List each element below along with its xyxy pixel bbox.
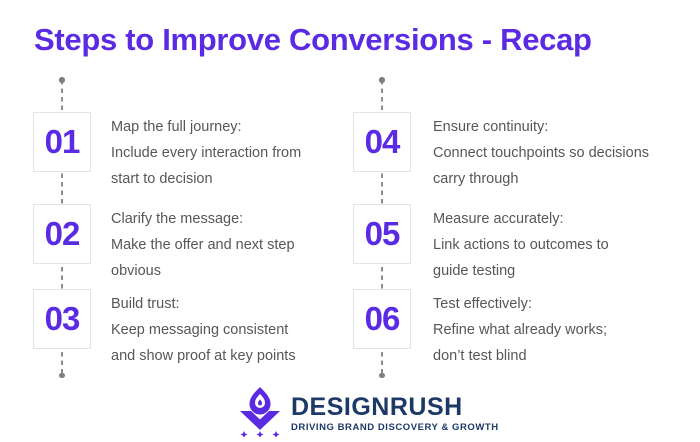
step-number-box-05: 05 — [353, 204, 411, 264]
step-text-05: Measure accurately: Link actions to outc… — [433, 206, 695, 284]
step-number: 04 — [364, 123, 401, 160]
step-number: 02 — [44, 215, 81, 252]
step-heading: Map the full journey: — [111, 119, 242, 135]
step-number-box-06: 06 — [353, 289, 411, 349]
step-text-04: Ensure continuity: Connect touchpoints s… — [433, 114, 695, 192]
step-number: 01 — [44, 123, 81, 160]
step-heading: Measure accurately: — [433, 211, 564, 227]
page-title: Steps to Improve Conversions - Recap — [34, 22, 592, 57]
step-number-box-01: 01 — [33, 112, 91, 172]
step-body: Include every interaction from start to … — [111, 145, 302, 187]
step-number-box-02: 02 — [33, 204, 91, 264]
step-body: Keep messaging consistent and show proof… — [111, 322, 296, 364]
step-body: Refine what already works; don’t test bl… — [433, 322, 608, 364]
designrush-logo: DESIGNRUSH DRIVING BRAND DISCOVERY & GRO… — [238, 387, 499, 437]
logo-brand-name: DESIGNRUSH — [291, 393, 463, 421]
step-body: Connect touchpoints so decisions carry t… — [433, 145, 650, 187]
step-heading: Ensure continuity: — [433, 119, 549, 135]
step-text-02: Clarify the message: Make the offer and … — [111, 206, 373, 284]
step-body: Make the offer and next step obvious — [111, 237, 295, 279]
torch-flame-logo-icon — [240, 387, 280, 437]
step-number-box-03: 03 — [33, 289, 91, 349]
step-body: Link actions to outcomes to guide testin… — [433, 237, 609, 279]
logo-tagline: DRIVING BRAND DISCOVERY & GROWTH — [291, 422, 499, 433]
logo-text-block: DESIGNRUSH DRIVING BRAND DISCOVERY & GRO… — [291, 387, 499, 433]
step-number: 03 — [44, 300, 81, 337]
step-heading: Test effectively: — [433, 296, 532, 312]
step-text-03: Build trust: Keep messaging consistent a… — [111, 291, 373, 369]
step-number-box-04: 04 — [353, 112, 411, 172]
step-text-01: Map the full journey: Include every inte… — [111, 114, 373, 192]
step-text-06: Test effectively: Refine what already wo… — [433, 291, 695, 369]
step-number: 05 — [364, 215, 401, 252]
step-heading: Build trust: — [111, 296, 180, 312]
step-number: 06 — [364, 300, 401, 337]
step-heading: Clarify the message: — [111, 211, 244, 227]
